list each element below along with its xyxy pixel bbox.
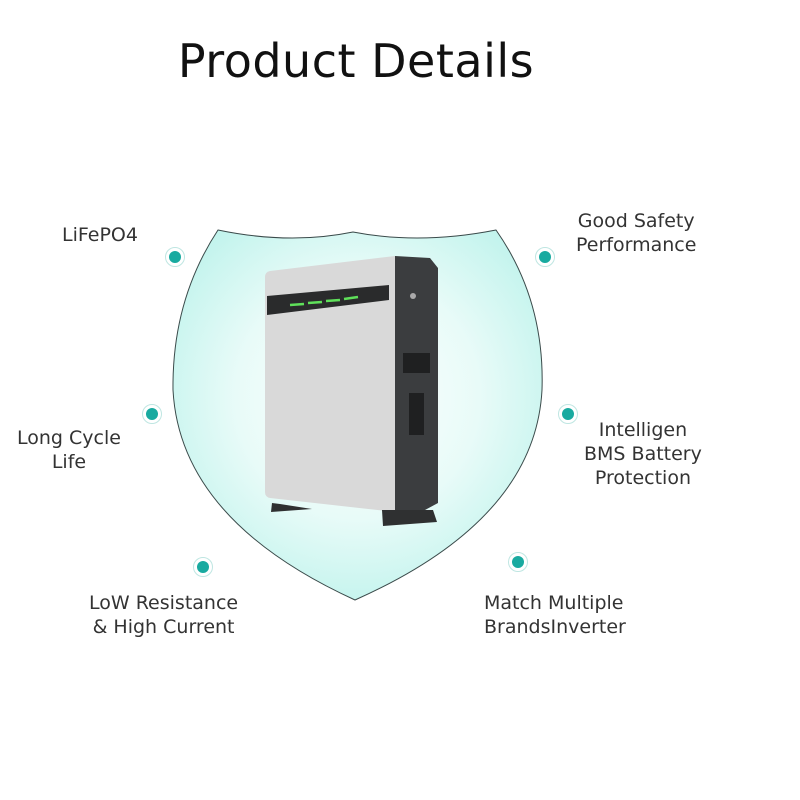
page-title: Product Details bbox=[177, 34, 535, 88]
feature-dot-icon bbox=[558, 404, 578, 424]
feature-dot-icon bbox=[508, 552, 528, 572]
battery-icon bbox=[265, 256, 438, 526]
feature-dot-icon bbox=[193, 557, 213, 577]
feature-label-lifepo4: LiFePO4 bbox=[62, 224, 138, 246]
feature-label-resistance: LoW Resistance& High Current bbox=[89, 592, 239, 638]
feature-dot-icon bbox=[165, 247, 185, 267]
feature-dot-icon bbox=[142, 404, 162, 424]
feature-dot-icon bbox=[535, 247, 555, 267]
